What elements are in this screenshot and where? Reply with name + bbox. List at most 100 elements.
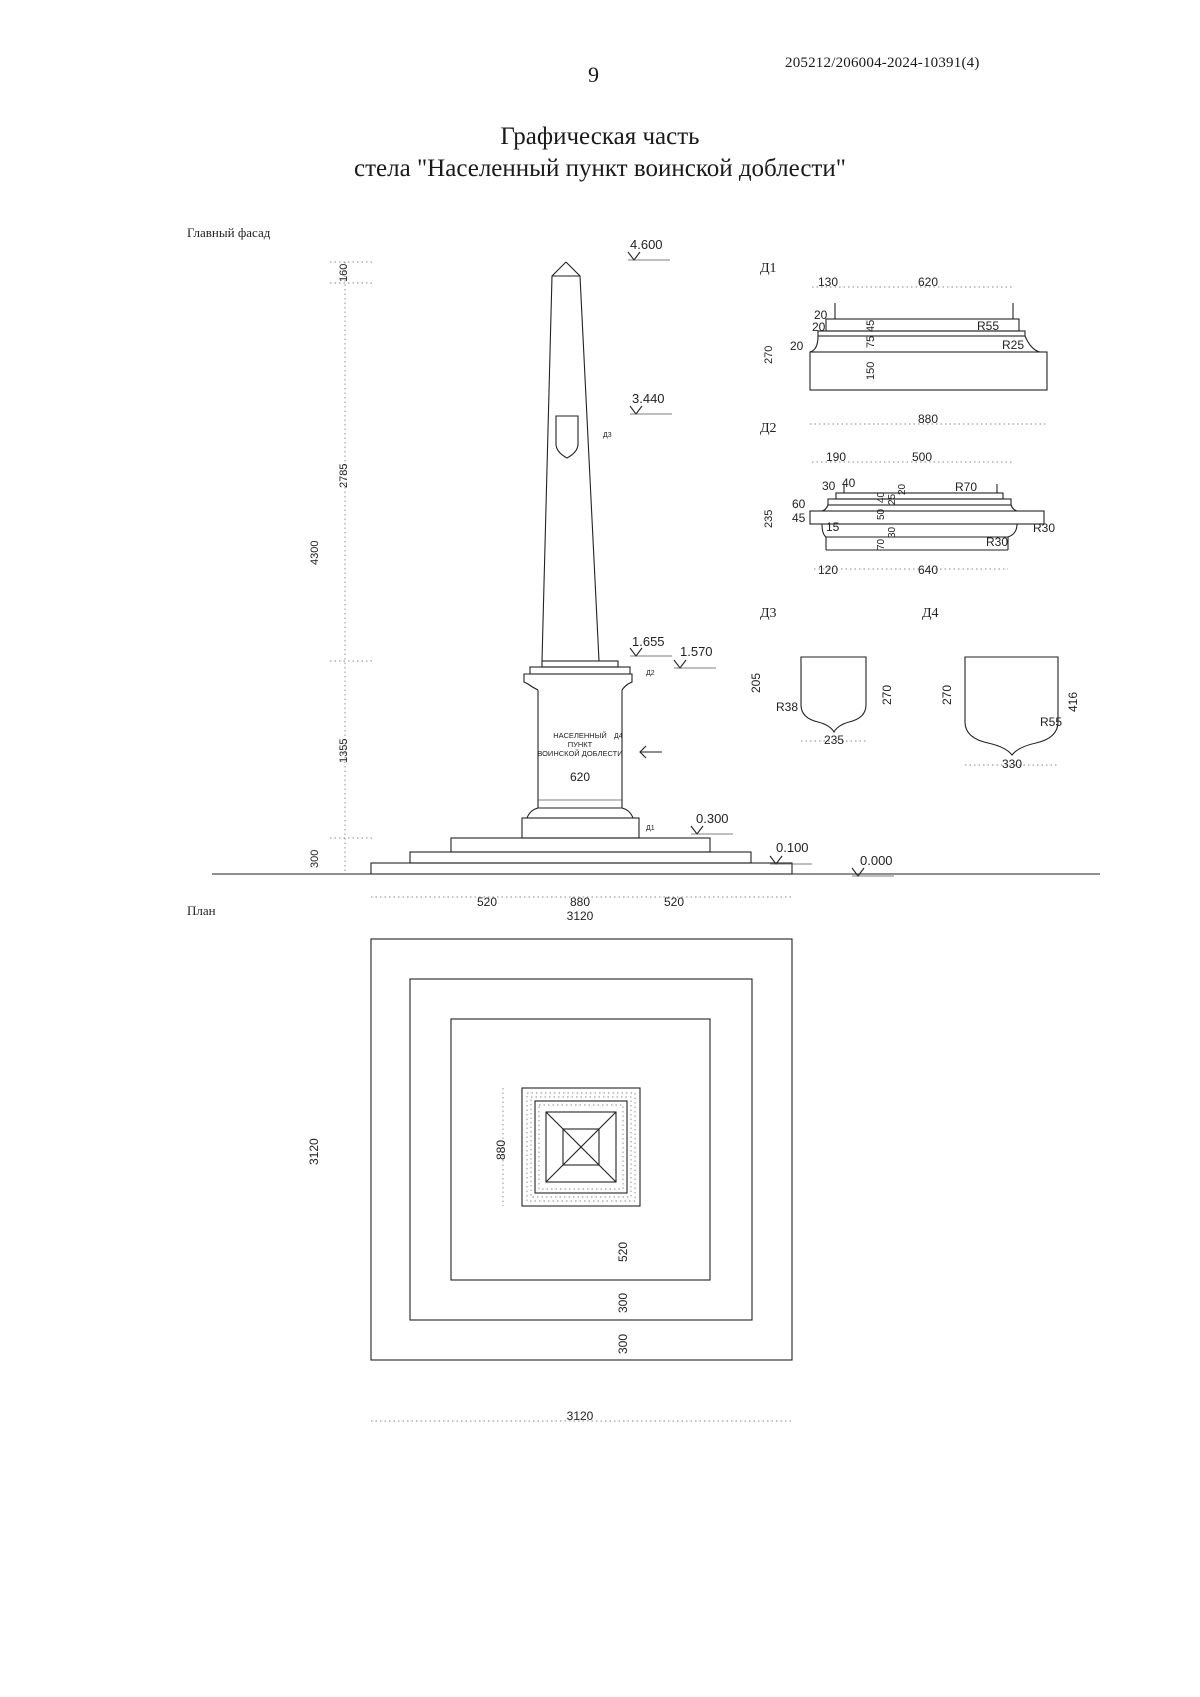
svg-text:0.100: 0.100 xyxy=(776,840,809,855)
svg-text:0.000: 0.000 xyxy=(860,853,893,868)
d1-left-1: 20 xyxy=(814,308,828,322)
detail-d2: Д2 190 500 30 40 60 45 15 40 50 25 20 30… xyxy=(760,421,1055,577)
plan-top-step xyxy=(450,1018,711,1281)
plan-outer-step xyxy=(370,938,793,1361)
d4-height: 270 xyxy=(940,685,954,705)
d4-shield xyxy=(964,656,1059,756)
plan-inner: 880 xyxy=(494,1140,508,1160)
d4-title: Д4 xyxy=(922,606,939,621)
d2-left-5: 15 xyxy=(826,520,840,534)
plan-view: План 3120 880 520 300 300 3120 xyxy=(187,903,793,1423)
dim-steps: 300 xyxy=(309,850,321,868)
d1-height: 270 xyxy=(763,346,775,364)
d2-v-6: 70 xyxy=(876,538,887,550)
d2-left-2: 40 xyxy=(842,476,856,490)
plaque-line-3: ВОИНСКОЙ ДОБЛЕСТИ xyxy=(537,749,622,758)
detail-d1: Д1 130 620 20 20 20 75 45 150 270 R55 R2… xyxy=(760,261,1048,426)
elevation-ground: 0.000 xyxy=(851,853,894,877)
elevation-cornice-bottom: 1.570 xyxy=(673,644,716,669)
step-bottom xyxy=(370,862,793,875)
callout-d2-label: Д2 xyxy=(646,670,655,677)
plan-width: 3120 xyxy=(567,1409,594,1423)
d1-v-2: 45 xyxy=(865,320,877,332)
d4-radius: R55 xyxy=(1040,715,1062,729)
plaque-line-1: НАСЕЛЕННЫЙ xyxy=(553,731,606,740)
plan-shaft xyxy=(545,1111,617,1183)
plan-pedestal-ring-2 xyxy=(530,1096,632,1198)
detail-d3: Д3 205 270 R38 235 xyxy=(749,606,894,747)
d2-band-4 xyxy=(809,510,1045,525)
callout-d4-label: Д4 xyxy=(614,733,623,740)
d2-v-3: 25 xyxy=(887,493,898,505)
d3-title: Д3 xyxy=(760,606,777,621)
d3-radius: R38 xyxy=(776,700,798,714)
plan-pedestal xyxy=(521,1087,641,1207)
plan-tip-square xyxy=(562,1128,600,1166)
plan-offset-1: 520 xyxy=(616,1242,630,1262)
d3-full-height: 270 xyxy=(880,685,894,705)
d1-left-3: 20 xyxy=(790,339,804,353)
dim-total-width: 3120 xyxy=(567,909,594,923)
detail-d4: Д4 270 416 R55 330 xyxy=(922,606,1080,771)
plan-height: 3120 xyxy=(307,1138,321,1165)
d1-v-1: 75 xyxy=(865,336,877,348)
dim-pedestal: 1355 xyxy=(338,739,350,763)
d1-radius-2: R25 xyxy=(1002,338,1024,352)
d2-bottom-2: 640 xyxy=(918,563,938,577)
d2-bottom-1: 120 xyxy=(818,563,838,577)
elevation-pedestal-base: 0.300 xyxy=(690,811,733,835)
svg-text:1.655: 1.655 xyxy=(632,634,665,649)
elevation-step: 0.100 xyxy=(769,840,812,865)
obelisk-shaft xyxy=(541,261,600,662)
d1-top-dim-2: 620 xyxy=(918,275,938,289)
svg-text:4.600: 4.600 xyxy=(630,237,663,252)
d2-radius-3: R30 xyxy=(986,535,1008,549)
d1-band-mid xyxy=(817,330,1026,337)
plan-pedestal-ring-4 xyxy=(538,1104,624,1190)
d2-left-3: 60 xyxy=(792,497,806,511)
callout-d1-label: Д1 xyxy=(646,825,655,832)
callout-d3-label: Д3 xyxy=(603,432,612,439)
dim-left: 520 xyxy=(477,895,497,909)
page-number: 9 xyxy=(588,62,599,87)
d1-top-dim-1: 130 xyxy=(818,275,838,289)
dim-right: 520 xyxy=(664,895,684,909)
d1-v-3: 150 xyxy=(865,362,877,380)
cornice-top xyxy=(541,660,619,668)
document-code: 205212/206004-2024-10391(4) xyxy=(785,55,980,71)
cornice-band xyxy=(529,666,631,675)
elevation-cornice-top: 1.655 xyxy=(629,634,672,657)
plaque-line-2: ПУНКТ xyxy=(568,740,593,749)
dim-shaft: 2785 xyxy=(338,464,350,488)
elevation-top: 4.600 xyxy=(627,237,670,261)
d2-height: 235 xyxy=(763,510,775,528)
plan-pedestal-ring-1 xyxy=(526,1092,636,1202)
d2-band-1 xyxy=(835,492,1004,500)
plan-middle-step xyxy=(409,978,753,1321)
pedestal-base-plinth xyxy=(521,817,640,839)
dim-tip: 160 xyxy=(338,264,350,282)
d2-left-4: 45 xyxy=(792,511,806,525)
d2-v-5: 30 xyxy=(887,526,898,538)
svg-text:0.300: 0.300 xyxy=(696,811,729,826)
pedestal-base-moulding xyxy=(526,807,634,819)
plan-label: План xyxy=(187,903,216,918)
d2-left-1: 30 xyxy=(822,479,836,493)
plan-offset-2: 300 xyxy=(616,1293,630,1313)
d2-band-3 xyxy=(821,504,1018,512)
d3-width: 235 xyxy=(824,733,844,747)
d3-shield xyxy=(800,656,867,734)
d4-full-height: 416 xyxy=(1066,692,1080,712)
callout-d4-arrowhead xyxy=(639,745,647,759)
title-line-2: стела "Населенный пункт воинской доблест… xyxy=(354,155,846,182)
dim-center: 880 xyxy=(570,895,590,909)
d2-title: Д2 xyxy=(760,421,777,436)
d1-radius-1: R55 xyxy=(977,319,999,333)
d4-width: 330 xyxy=(1002,757,1022,771)
d2-radius-1: R70 xyxy=(955,480,977,494)
d1-plinth xyxy=(809,351,1048,391)
d2-v-4: 20 xyxy=(897,483,908,495)
plan-diagonal-2 xyxy=(545,1111,617,1183)
